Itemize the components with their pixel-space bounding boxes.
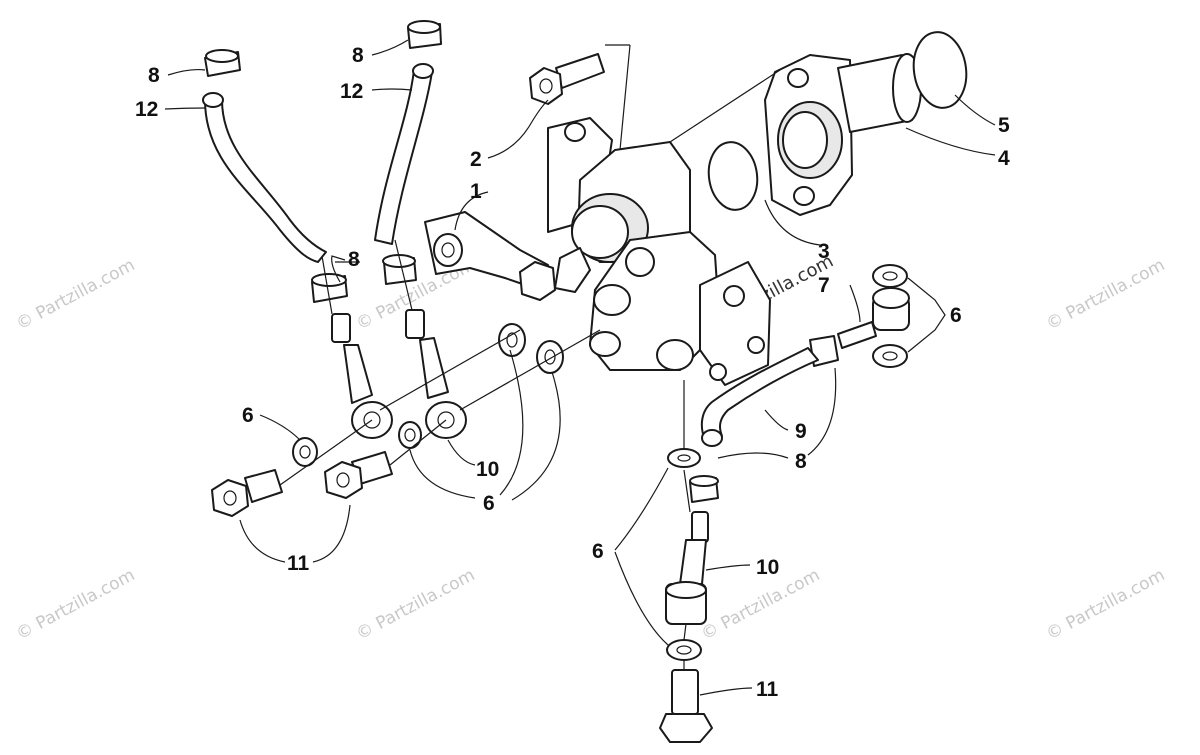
watermark-text: © Partzilla.com — [353, 565, 478, 644]
clamp-lower-center — [689, 475, 719, 503]
callout-12: 12 — [340, 80, 363, 103]
washer-lower-bottom — [666, 639, 702, 661]
washer-left-a — [292, 437, 318, 467]
watermark-text: © Partzilla.com — [13, 565, 138, 644]
callout-8: 8 — [348, 248, 360, 271]
washer-center-b — [536, 340, 564, 374]
callout-8: 8 — [148, 64, 160, 87]
callout-8: 8 — [352, 44, 364, 67]
watermark-layer: © Partzilla.com © Partzilla.com © Partzi… — [13, 251, 1168, 645]
clamp-mid-right — [382, 254, 417, 285]
washer-lower-top — [667, 448, 701, 468]
clamp-top-left — [204, 49, 241, 77]
callout-6: 6 — [483, 492, 495, 515]
hose-9 — [700, 347, 819, 447]
guide-lines — [279, 44, 781, 670]
callout-4: 4 — [998, 147, 1010, 170]
banjo-bolt-left — [211, 469, 283, 517]
callout-3: 3 — [818, 240, 830, 263]
o-ring-3 — [707, 141, 759, 211]
callout-7: 7 — [818, 274, 830, 297]
o-ring-5 — [912, 31, 968, 109]
watermark-text: © Partzilla.com — [13, 255, 138, 334]
callout-6: 6 — [950, 304, 962, 327]
hose-right — [374, 63, 434, 245]
callout-8: 8 — [795, 450, 807, 473]
clamp-top-right — [407, 20, 442, 49]
banjo-bolt-lower — [659, 669, 713, 743]
callout-11: 11 — [756, 678, 779, 701]
callout-labels: 8 12 8 12 2 1 8 5 4 3 7 6 9 8 6 10 6 11 … — [135, 44, 1010, 701]
banjo-fitting-lower — [665, 511, 709, 625]
washer-right-bottom — [872, 344, 908, 368]
callout-5: 5 — [998, 114, 1010, 137]
callout-1: 1 — [470, 180, 482, 203]
callout-12: 12 — [135, 98, 158, 121]
banjo-bolt-center — [324, 451, 393, 499]
callout-2: 2 — [470, 148, 482, 171]
bolt-top — [529, 53, 605, 105]
bolt-7 — [837, 321, 877, 349]
washer-right-top — [872, 264, 908, 288]
washer-left-b — [398, 421, 422, 449]
callout-10: 10 — [476, 458, 499, 481]
leader-lines — [164, 39, 996, 696]
hose-left — [202, 92, 327, 263]
banjo-right — [872, 287, 910, 331]
callout-6: 6 — [242, 404, 254, 427]
callout-6: 6 — [592, 540, 604, 563]
watermark-text: © Partzilla.com — [1043, 255, 1168, 334]
banjo-fitting-right — [405, 309, 467, 439]
watermark-text: © Partzilla.com — [1043, 565, 1168, 644]
callout-10: 10 — [756, 556, 779, 579]
callout-9: 9 — [795, 420, 807, 443]
callout-11: 11 — [287, 552, 310, 575]
oil-pump-body — [424, 117, 771, 386]
flange-housing — [764, 53, 922, 216]
